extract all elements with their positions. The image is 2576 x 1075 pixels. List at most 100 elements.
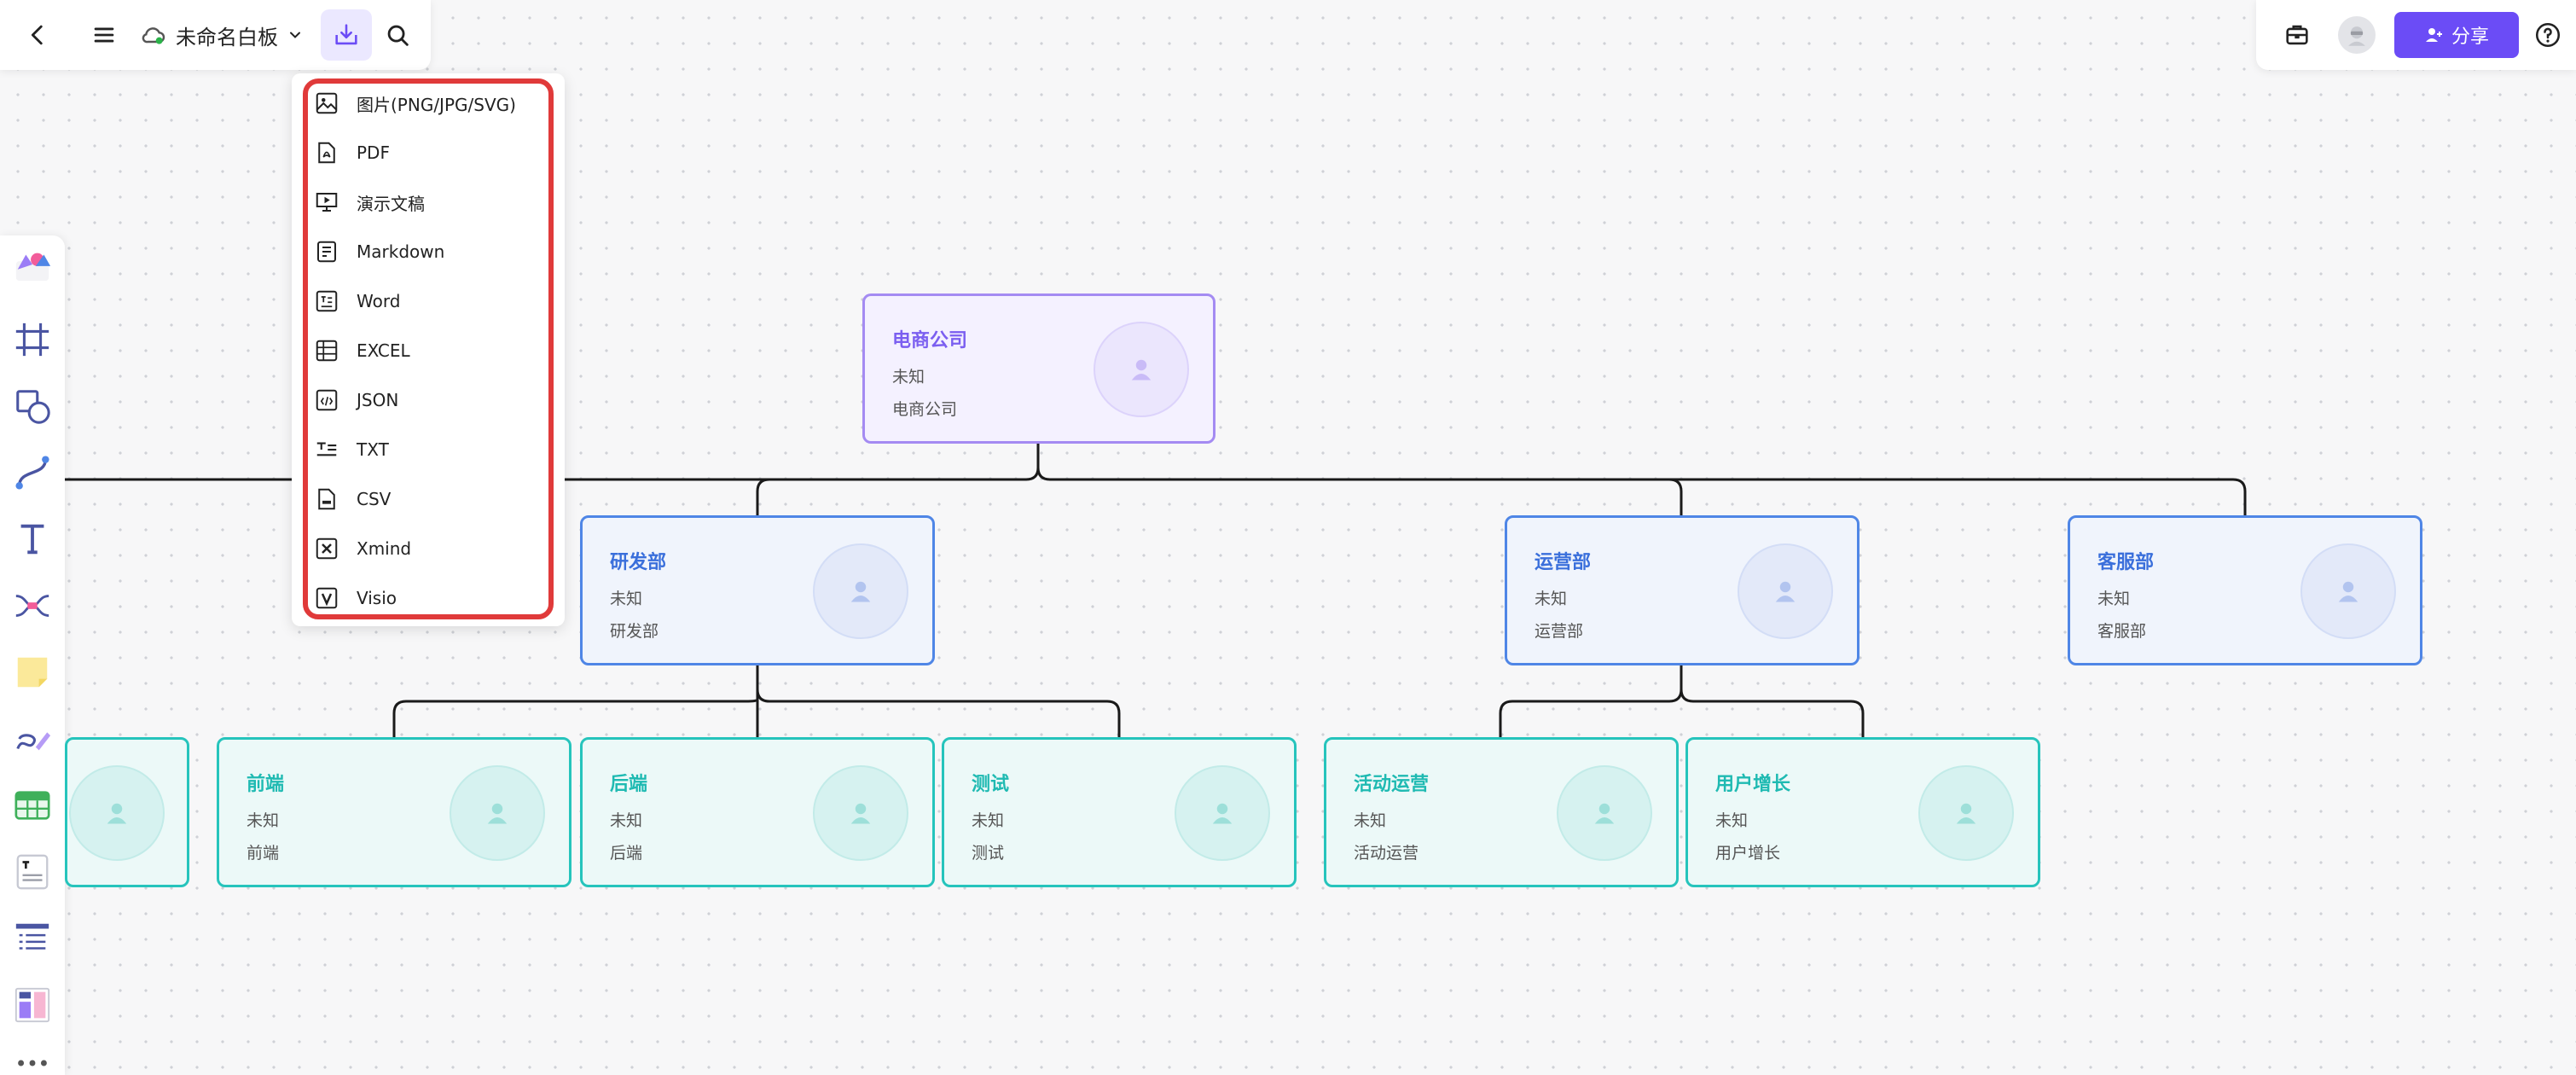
org-node-root[interactable]: 电商公司 未知 电商公司 [862, 293, 1215, 444]
menu-label: CSV [357, 489, 392, 509]
export-visio-option[interactable]: Visio [310, 577, 541, 619]
org-node-team[interactable]: 用户增长 未知 用户增长 [1685, 737, 2040, 887]
export-presentation-option[interactable]: 演示文稿 [310, 181, 541, 224]
node-dept: 电商公司 [892, 400, 958, 419]
main-menu-button[interactable] [78, 9, 130, 61]
txt-icon [316, 442, 337, 456]
mindmap-icon [15, 595, 49, 617]
node-title: 运营部 [1535, 552, 1592, 573]
export-excel-option[interactable]: EXCEL [310, 329, 541, 372]
sticky-note-icon [17, 657, 48, 688]
list-tool[interactable] [12, 918, 53, 959]
share-button[interactable]: 分享 [2394, 12, 2519, 58]
avatar [1175, 765, 1270, 861]
back-button[interactable] [12, 9, 63, 61]
json-icon [316, 389, 338, 411]
node-dept: 客服部 [2097, 622, 2147, 641]
org-node-dept[interactable]: 客服部 未知 客服部 [2068, 515, 2422, 665]
node-title: 活动运营 [1354, 774, 1430, 795]
node-title: 前端 [247, 774, 285, 795]
board-title: 未命名白板 [176, 25, 278, 49]
user-avatar-button[interactable] [2331, 9, 2382, 61]
org-node-team[interactable]: 前端 未知 前端 [217, 737, 571, 887]
search-icon [387, 25, 409, 46]
text-tool[interactable] [12, 519, 53, 560]
person-icon [1775, 581, 1796, 602]
person-icon [107, 803, 127, 824]
image-icon [316, 92, 338, 114]
org-node-team[interactable]: 活动运营 未知 活动运营 [1324, 737, 1679, 887]
pen-tool[interactable] [12, 718, 53, 759]
layout-tool[interactable] [12, 985, 53, 1026]
export-word-option[interactable]: Word [310, 280, 541, 322]
shape-icon [16, 390, 50, 424]
avatar [813, 543, 908, 639]
person-icon [850, 581, 871, 602]
csv-icon [318, 488, 335, 510]
export-txt-option[interactable]: TXT [310, 428, 541, 471]
export-image-option[interactable]: 图片(PNG/JPG/SVG) [310, 82, 541, 125]
table-icon [15, 791, 50, 820]
avatar [1738, 543, 1833, 639]
menu-icon [94, 27, 114, 43]
templates-tool[interactable] [12, 244, 53, 285]
node-role: 未知 [1535, 590, 1568, 608]
node-title: 电商公司 [892, 330, 968, 352]
export-pdf-option[interactable]: PDF [310, 131, 541, 174]
export-markdown-option[interactable]: Markdown [310, 230, 541, 273]
text-card-icon [16, 854, 49, 890]
node-title: 客服部 [2097, 552, 2155, 573]
menu-label: TXT [357, 439, 389, 460]
export-xmind-option[interactable]: Xmind [310, 527, 541, 570]
connector-icon [15, 456, 49, 490]
node-title: 用户增长 [1715, 774, 1791, 795]
export-csv-option[interactable]: CSV [310, 478, 541, 520]
node-dept: 研发部 [610, 622, 659, 641]
shape-tool[interactable] [12, 386, 53, 427]
export-json-option[interactable]: JSON [310, 379, 541, 421]
connector-tool[interactable] [12, 452, 53, 493]
node-dept: 活动运营 [1354, 844, 1419, 863]
person-icon [1131, 359, 1152, 381]
person-icon [1956, 803, 1976, 824]
avatar [450, 765, 545, 861]
org-node-team[interactable]: 后端 未知 后端 [580, 737, 935, 887]
org-node-dept[interactable]: 研发部 未知 研发部 [580, 515, 935, 665]
node-dept: 运营部 [1535, 622, 1584, 641]
org-node-team[interactable]: 测试 未知 测试 [942, 737, 1297, 887]
board-title-dropdown[interactable]: 未命名白板 [130, 9, 314, 61]
more-tools[interactable] [12, 1043, 53, 1075]
search-button[interactable] [372, 9, 423, 61]
node-dept: 测试 [972, 844, 1005, 863]
top-left-toolbar: 未命名白板 [0, 0, 431, 70]
node-role: 未知 [610, 811, 643, 830]
export-icon [335, 24, 357, 45]
user-avatar [2338, 16, 2376, 54]
menu-label: EXCEL [357, 340, 410, 361]
node-role: 未知 [1715, 811, 1749, 830]
node-dept: 用户增长 [1715, 844, 1781, 863]
toolbox-button[interactable] [2271, 9, 2323, 61]
node-title: 后端 [610, 774, 648, 795]
visio-icon [316, 587, 338, 609]
text-icon [20, 524, 44, 555]
chevron-down-icon [290, 32, 300, 38]
share-label: 分享 [2451, 26, 2489, 48]
avatar [813, 765, 908, 861]
sticky-note-tool[interactable] [12, 652, 53, 693]
menu-label: 演示文稿 [357, 193, 425, 214]
person-icon [850, 803, 871, 824]
text-card-tool[interactable] [12, 851, 53, 892]
frame-tool[interactable] [12, 319, 53, 360]
word-icon [316, 290, 338, 312]
frame-icon [15, 322, 49, 357]
avatar [69, 765, 165, 861]
person-icon [1212, 803, 1233, 824]
export-button[interactable] [321, 9, 372, 61]
mindmap-tool[interactable] [12, 585, 53, 626]
help-button[interactable] [2522, 9, 2573, 61]
table-tool[interactable] [12, 785, 53, 826]
org-node-dept[interactable]: 运营部 未知 运营部 [1505, 515, 1859, 665]
org-node-team-partial[interactable] [65, 737, 189, 887]
menu-label: PDF [357, 142, 390, 163]
